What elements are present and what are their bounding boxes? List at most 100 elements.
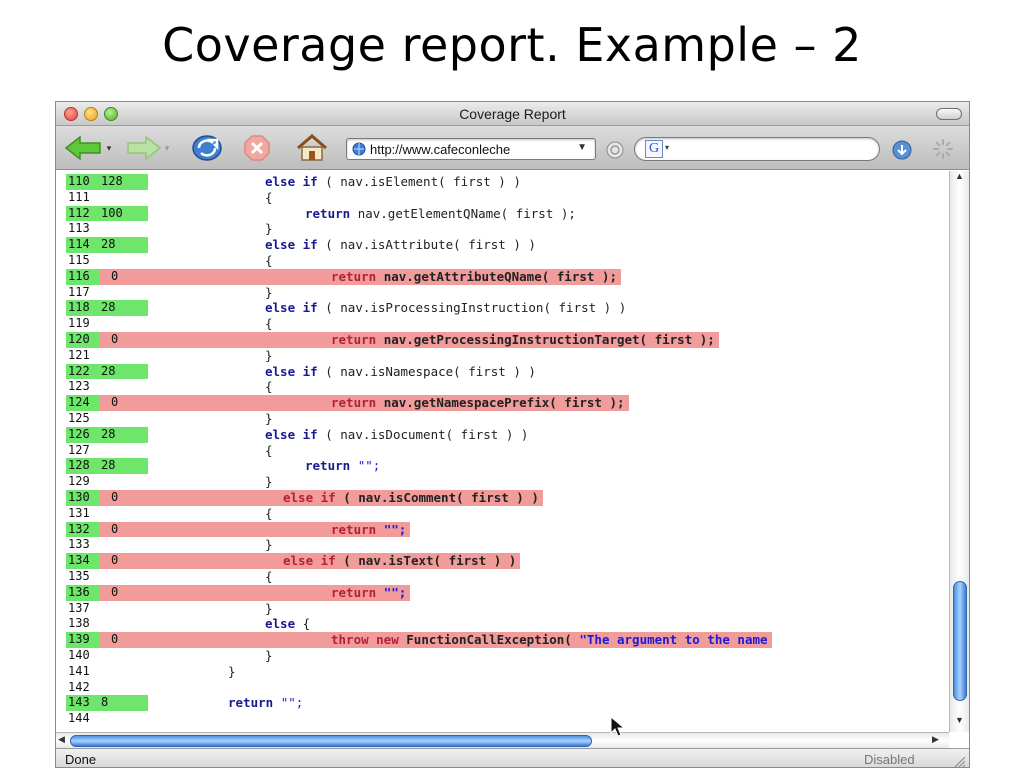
back-history-dropdown[interactable]: ▾	[106, 142, 112, 153]
reload-icon[interactable]	[190, 134, 224, 162]
code-text: else if ( nav.isNamespace( first ) )	[265, 364, 536, 380]
horizontal-scrollbar[interactable]: ◀ ▶	[56, 732, 949, 748]
hit-count	[99, 711, 148, 727]
code-text: }	[265, 474, 273, 490]
google-icon[interactable]: G	[645, 140, 663, 158]
address-bar[interactable]: http://www.cafeconleche ▼	[346, 138, 596, 160]
code-token: }	[265, 347, 273, 363]
go-icon[interactable]	[606, 141, 624, 159]
hit-count: 0	[99, 332, 148, 348]
code-token: }	[265, 648, 273, 663]
code-keyword: return	[331, 268, 377, 284]
code-keyword: else	[265, 616, 296, 632]
status-disabled-label[interactable]: Disabled	[864, 752, 915, 767]
line-number: 127	[68, 442, 90, 457]
scroll-down-arrow-icon[interactable]: ▼	[955, 715, 964, 725]
home-icon[interactable]	[294, 134, 330, 162]
hit-count	[99, 569, 148, 585]
code-line: 142	[56, 680, 949, 696]
code-line: 127 {	[56, 443, 949, 459]
code-token: ( nav.isDocument( first ) )	[325, 426, 529, 442]
url-history-dropdown[interactable]: ▼	[577, 142, 587, 153]
scroll-left-arrow-icon[interactable]: ◀	[58, 734, 65, 744]
code-line: 117}	[56, 285, 949, 301]
minimize-window-button[interactable]	[84, 107, 98, 121]
slide-title: Coverage report. Example – 2	[162, 18, 862, 72]
code-text: else if ( nav.isAttribute( first ) )	[265, 237, 536, 253]
code-string: "";	[383, 584, 407, 600]
code-token: nav.getElementQName( first );	[357, 205, 576, 221]
code-text: return nav.getElementQName( first );	[305, 206, 576, 222]
hit-count: 8	[99, 695, 148, 712]
code-token: {	[265, 442, 273, 458]
line-number: 140	[68, 648, 90, 662]
line-number: 137	[68, 600, 90, 615]
code-line: 144	[56, 711, 949, 727]
code-keyword: return	[331, 395, 377, 411]
status-text: Done	[65, 752, 97, 767]
hit-count: 28	[99, 458, 148, 475]
line-gutter: 141	[66, 664, 148, 680]
hit-count	[99, 221, 148, 237]
hit-count	[99, 664, 148, 680]
vertical-scroll-thumb[interactable]	[953, 581, 967, 701]
code-keyword: else if	[265, 237, 318, 253]
line-number: 144	[68, 711, 90, 726]
scroll-right-arrow-icon[interactable]: ▶	[932, 734, 939, 744]
line-gutter: 142	[66, 680, 148, 696]
hit-count	[99, 379, 148, 395]
code-keyword: return	[331, 332, 377, 347]
code-line: 119{	[56, 316, 949, 332]
code-token: }	[265, 537, 273, 553]
code-text: {	[265, 569, 273, 585]
line-number: 122	[66, 363, 99, 380]
toolbar-toggle-button[interactable]	[936, 108, 962, 120]
code-token: {	[265, 569, 273, 584]
line-gutter: 119	[66, 316, 148, 332]
code-token: nav.getNamespacePrefix( first );	[383, 395, 625, 411]
horizontal-scroll-thumb[interactable]	[70, 735, 592, 747]
scroll-up-arrow-icon[interactable]: ▲	[955, 171, 964, 181]
zoom-window-button[interactable]	[104, 107, 118, 121]
code-text: {	[265, 443, 273, 459]
code-text: }	[265, 601, 273, 617]
hit-count	[99, 648, 148, 664]
hit-count: 0	[99, 268, 148, 285]
mouse-cursor-icon	[610, 716, 626, 737]
forward-arrow-icon[interactable]	[126, 134, 162, 162]
code-token: ( nav.isElement( first ) )	[325, 174, 521, 189]
code-line: 141}	[56, 664, 949, 680]
line-gutter: 140	[66, 648, 148, 664]
code-text: throw new FunctionCallException( "The ar…	[148, 632, 772, 648]
hit-count	[99, 443, 148, 459]
code-keyword: return	[305, 458, 351, 474]
search-engine-dropdown[interactable]: ▾	[665, 143, 670, 152]
resize-grip-icon[interactable]	[952, 755, 966, 767]
hit-count	[99, 285, 148, 301]
download-icon[interactable]	[892, 140, 912, 160]
code-text: }	[265, 285, 273, 301]
line-gutter: 111	[66, 190, 148, 206]
hit-count: 128	[99, 174, 148, 190]
hit-count	[99, 601, 148, 617]
code-token: }	[265, 474, 273, 490]
search-bar[interactable]: G ▾	[634, 137, 880, 161]
line-number: 138	[68, 616, 90, 631]
navigation-toolbar: ▾ ▾	[56, 126, 969, 170]
url-text[interactable]: http://www.cafeconleche	[370, 142, 511, 157]
forward-history-dropdown[interactable]: ▾	[164, 142, 170, 153]
back-arrow-icon[interactable]	[64, 134, 104, 162]
stop-icon[interactable]	[242, 134, 272, 162]
close-window-button[interactable]	[64, 107, 78, 121]
vertical-scrollbar[interactable]: ▲ ▼	[949, 171, 969, 732]
